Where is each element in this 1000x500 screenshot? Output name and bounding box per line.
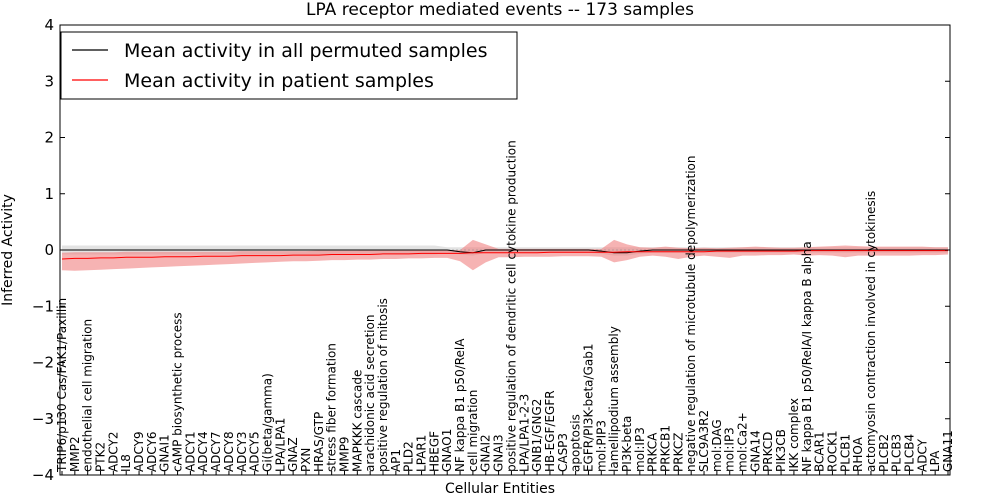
x-tick-label: mol:DAG: [710, 419, 724, 472]
x-tick-label: GNAI2: [479, 434, 493, 472]
x-tick-label: ADCY2: [106, 431, 120, 472]
x-tick-label: PRKCB1: [659, 425, 673, 472]
x-tick-label: ADCY1: [183, 431, 197, 472]
x-tick-label: LPA/LPA1-2-3: [517, 394, 531, 472]
y-tick-label: 4: [44, 16, 54, 34]
legend: Mean activity in all permuted samples Me…: [60, 31, 518, 100]
y-tick-label: 2: [44, 129, 54, 147]
y-tick-label: 0: [44, 241, 54, 259]
series-line-permuted: [62, 249, 948, 254]
x-tick-label: Gi(beta/gamma): [260, 373, 274, 472]
x-tick-label: mol:IP3: [723, 427, 737, 472]
x-tick-label: GNAI1: [158, 434, 172, 472]
x-tick-label: RHOA: [851, 436, 865, 472]
x-tick-label: PRKCZ: [671, 433, 685, 472]
y-tick-label: −1: [32, 297, 54, 315]
x-tick-label: IKK complex: [787, 398, 801, 472]
x-tick-label: IL8: [119, 454, 133, 472]
x-tick-label: PIK3CB: [774, 429, 788, 472]
x-tick-label: PLD2: [402, 441, 416, 472]
x-tick-label: HBEGF: [427, 431, 441, 472]
x-tick-label: PRKCD: [761, 432, 775, 472]
x-tick-label: positive regulation of mitosis: [376, 298, 390, 472]
band-patient: [62, 239, 948, 271]
x-tick-label: HRAS/GTP: [312, 412, 326, 472]
x-tick-label: ADCY4: [196, 431, 210, 472]
x-tick-label: PXN: [299, 448, 313, 472]
legend-label-permuted: Mean activity in all permuted samples: [124, 40, 487, 62]
x-axis-label: Cellular Entities: [445, 481, 555, 497]
x-tick-label: ADCY8: [222, 431, 236, 472]
x-tick-label: PTK2: [94, 442, 108, 472]
x-tick-label: ADCY: [915, 438, 929, 472]
x-tick-label: AP1: [389, 449, 403, 472]
x-tick-label: EGFR/PI3K-beta/Gab1: [582, 344, 596, 473]
x-tick-label: ADCY9: [132, 431, 146, 472]
x-tick-label: NF kappa B1 p50/RelA: [453, 338, 467, 472]
x-tick-label: PLCB1: [838, 434, 852, 472]
x-tick-label: MMP9: [338, 436, 352, 472]
x-tick-label: MAPKKK cascade: [350, 370, 364, 472]
x-tick-label: cAMP biosynthetic process: [171, 312, 185, 472]
x-tick-label: cell migration: [466, 390, 480, 472]
x-tick-label: PLCB3: [890, 434, 904, 472]
x-tick-label: GNA11: [941, 430, 955, 472]
y-tick-label: 3: [44, 72, 54, 90]
y-tick-label: −4: [32, 466, 54, 484]
y-axis-label: Inferred Activity: [0, 194, 16, 306]
x-tick-label: lamellipodium assembly: [607, 326, 621, 472]
legend-box: [60, 31, 518, 100]
x-tick-label: mol:Ca2+: [736, 412, 750, 472]
x-tick-label: SLC9A3R2: [697, 410, 711, 472]
x-tick-label: PLCB2: [877, 434, 891, 472]
x-tick-label: PLCB4: [903, 434, 917, 472]
x-tick-label: PI3K-beta: [620, 416, 634, 472]
x-tick-label: GNAZ: [286, 437, 300, 472]
x-tick-label: BCAR1: [813, 431, 827, 472]
y-tick-label: 1: [44, 185, 54, 203]
x-tick-label: MMP2: [68, 436, 82, 472]
chart-title: LPA receptor mediated events -- 173 samp…: [306, 0, 694, 20]
x-tick-label: arachidonic acid secretion: [363, 315, 377, 472]
x-tick-label: mol:PIP3: [594, 420, 608, 472]
x-tick-label: ROCK1: [825, 430, 839, 472]
x-tick-label: apoptosis: [569, 414, 583, 472]
x-tick-label: HB-EGF/EGFR: [543, 390, 557, 472]
x-tick-label: negative regulation of microtubule depol…: [684, 155, 698, 472]
x-tick-label: ADCY5: [248, 431, 262, 472]
series-line-patient: [61, 250, 948, 260]
y-tick-label: −2: [32, 354, 54, 372]
x-tick-label: endothelial cell migration: [81, 319, 95, 472]
x-tick-label: ADCY7: [209, 431, 223, 472]
x-tick-label: stress fiber formation: [325, 343, 339, 472]
x-tick-label: PRKCA: [646, 432, 660, 472]
x-tick-label: ADCY6: [145, 431, 159, 472]
y-tick-label: −3: [32, 410, 54, 428]
x-tick-label: mol:IP3: [633, 427, 647, 472]
x-tick-label: positive regulation of dendritic cell cy…: [504, 140, 518, 472]
x-tick-label: CASP3: [556, 433, 570, 472]
x-tick-label: LPA/LPA1: [273, 418, 287, 472]
x-tick-label: LPA: [928, 450, 942, 472]
x-tick-label: GNAI3: [492, 434, 506, 472]
x-tick-label: GNAO1: [440, 429, 454, 472]
x-tick-label: actomyosin contraction involved in cytok…: [864, 191, 878, 472]
x-tick-label: LPAR1: [415, 435, 429, 472]
x-tick-label: GNA14: [748, 430, 762, 472]
x-tick-label: TRIP6/p130 Cas/FAK1/Paxillin: [55, 298, 69, 473]
legend-label-patient: Mean activity in patient samples: [124, 70, 434, 92]
x-tick-label: GNB1/GNG2: [530, 399, 544, 472]
x-tick-label: ADCY3: [235, 431, 249, 472]
x-tick-label: NF kappa B1 p50/RelA/I kappa B alpha: [800, 241, 814, 472]
